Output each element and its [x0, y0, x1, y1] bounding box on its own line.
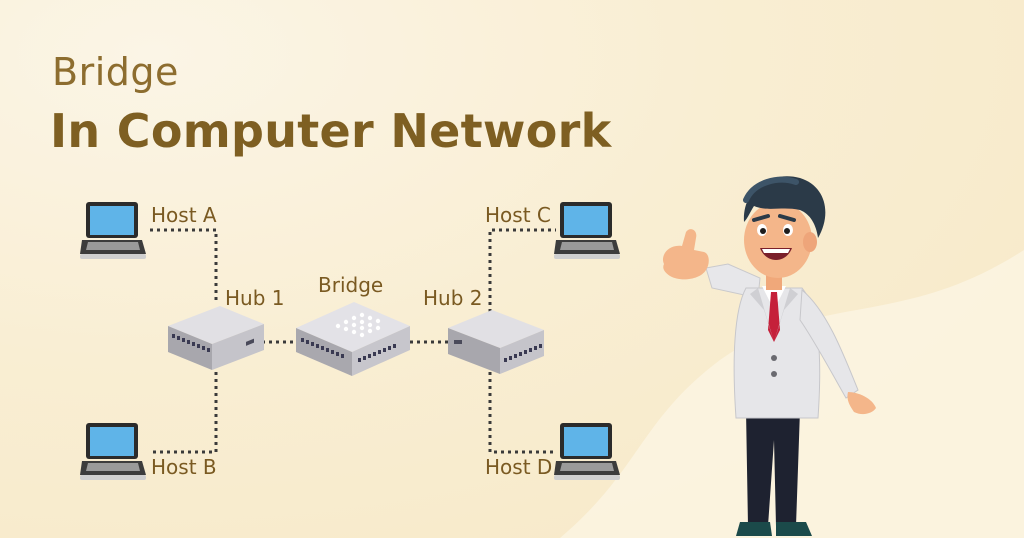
- title-line-1: Bridge: [52, 50, 179, 94]
- host-c-label: Host C: [485, 203, 551, 227]
- hub-1-label: Hub 1: [225, 286, 285, 310]
- link-host-a-hub1: [150, 228, 218, 302]
- laptop-icon: [80, 202, 146, 259]
- host-d-label: Host D: [485, 455, 553, 479]
- hub-1-device-icon: [168, 306, 264, 370]
- host-b-label: Host B: [151, 455, 217, 479]
- link-hub1-host-b: [150, 372, 218, 454]
- bridge-label: Bridge: [318, 273, 384, 297]
- hub-2-label: Hub 2: [423, 286, 483, 310]
- link-hub2-host-c: [488, 228, 556, 312]
- title-line-2: In Computer Network: [50, 104, 612, 158]
- link-hub2-host-d: [488, 372, 556, 454]
- laptop-icon: [554, 423, 620, 480]
- laptop-icon: [554, 202, 620, 259]
- laptop-icon: [80, 423, 146, 480]
- host-a-label: Host A: [151, 203, 217, 227]
- businessman-illustration: [662, 176, 876, 536]
- hub-2-device-icon: [448, 310, 544, 374]
- bridge-device-icon: [296, 302, 410, 376]
